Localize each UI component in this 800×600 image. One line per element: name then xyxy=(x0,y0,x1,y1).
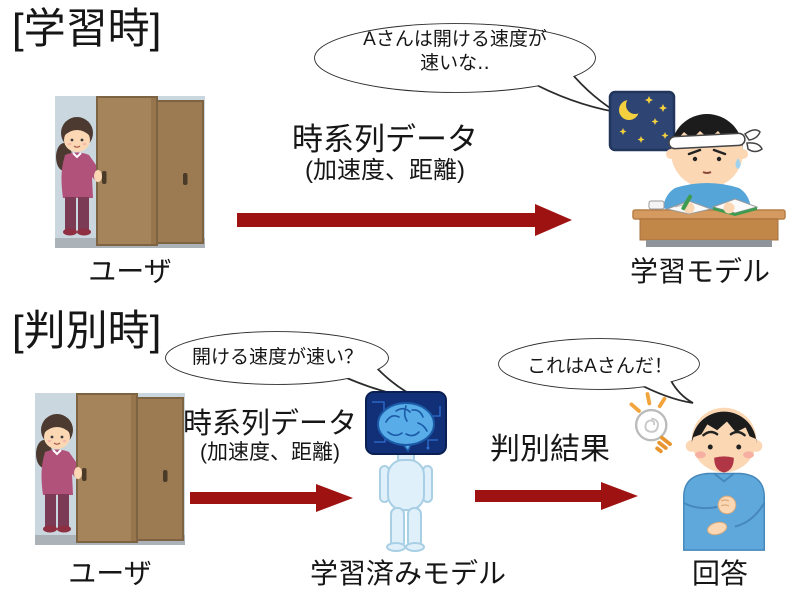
timeseries-sublabel-2: (加速度、距離) xyxy=(200,441,340,465)
timeseries-label: 時系列データ xyxy=(292,122,478,157)
speech-line2: 速いな‥ xyxy=(420,53,490,75)
model-caption-inference: 学習済みモデル xyxy=(309,558,506,589)
speech-bubble-answer xyxy=(498,338,700,404)
answer-caption: 回答 xyxy=(691,558,748,589)
arrow-learning xyxy=(237,204,572,236)
answer-man-illustration xyxy=(655,393,795,555)
timeseries-caption-inference: 時系列データ (加速度、距離) xyxy=(150,408,390,464)
learning-section-title: [学習時] xyxy=(12,5,162,52)
user-door-illustration-learning xyxy=(55,95,205,253)
arrow-input-inference xyxy=(190,484,353,512)
model-caption-learning: 学習モデル xyxy=(629,256,770,287)
speech-text-answer: これはAさんだ！ xyxy=(527,356,673,377)
speech-text-learning: Aさんは開ける速度が 速いな‥ xyxy=(315,28,595,77)
inference-section-title: [判別時] xyxy=(12,307,162,354)
result-caption: 判別結果 xyxy=(490,433,610,466)
speech-line1: Aさんは開ける速度が xyxy=(363,29,547,50)
timeseries-label-2: 時系列データ xyxy=(182,408,357,440)
ai-model-illustration xyxy=(362,390,482,555)
arrow-result xyxy=(475,482,638,510)
user-caption-inference: ユーザ xyxy=(68,558,152,589)
user-caption-learning: ユーザ xyxy=(88,256,172,287)
timeseries-sublabel: (加速度、距離) xyxy=(305,156,465,184)
speech-bubble-learning xyxy=(314,23,617,113)
timeseries-caption-learning: 時系列データ (加速度、距離) xyxy=(235,122,535,184)
speech-text-model: 開ける速度が速い？ xyxy=(191,347,363,368)
study-boy-illustration xyxy=(605,88,795,253)
